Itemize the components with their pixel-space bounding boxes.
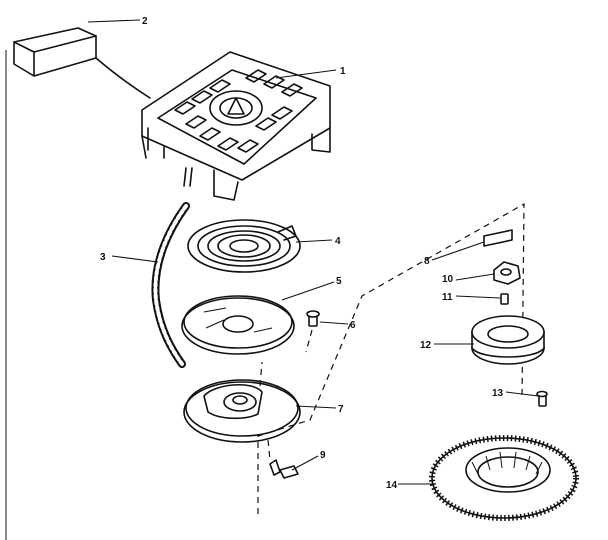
part-6-screw xyxy=(305,310,320,353)
part-4-recoil-spring xyxy=(187,219,301,273)
callout-7: 7 xyxy=(338,404,344,415)
assembly-boundary xyxy=(257,202,525,514)
part-12-starter-cup xyxy=(471,315,545,365)
callout-2: 2 xyxy=(142,16,148,27)
callout-8: 8 xyxy=(424,256,430,267)
part-13-screw xyxy=(536,390,548,407)
callout-10: 10 xyxy=(442,274,454,285)
part-1-starter-housing xyxy=(141,51,331,201)
part-11-screw xyxy=(500,293,509,305)
callout-6: 6 xyxy=(350,320,356,331)
callout-11: 11 xyxy=(442,292,453,303)
callout-labels: 1 2 3 4 5 6 7 8 9 10 11 12 13 14 xyxy=(100,16,504,491)
part-5-spring-cup xyxy=(181,295,295,355)
callout-12: 12 xyxy=(420,340,432,351)
leader-lines xyxy=(87,19,539,485)
part-8-plate xyxy=(483,229,513,247)
part-2-decal xyxy=(13,27,151,99)
callout-1: 1 xyxy=(340,66,346,77)
part-14-screen xyxy=(429,435,579,521)
callout-4: 4 xyxy=(335,236,341,247)
part-3-starter-rope xyxy=(151,202,190,368)
part-9-pawls xyxy=(267,439,299,479)
part-10-retainer xyxy=(493,261,521,285)
callout-9: 9 xyxy=(320,450,326,461)
callout-5: 5 xyxy=(336,276,342,287)
part-7-pulley xyxy=(183,361,301,443)
callout-14: 14 xyxy=(386,480,398,491)
callout-3: 3 xyxy=(100,252,106,263)
callout-13: 13 xyxy=(492,388,504,399)
